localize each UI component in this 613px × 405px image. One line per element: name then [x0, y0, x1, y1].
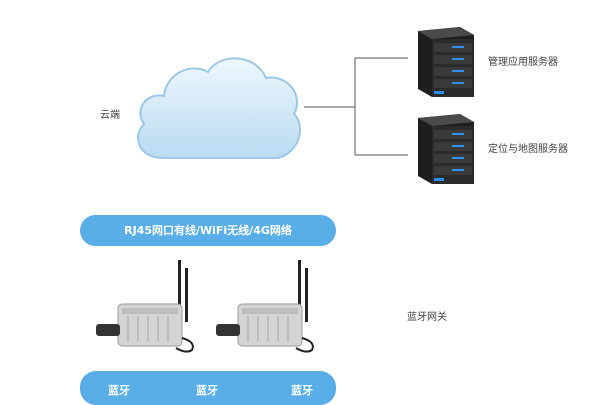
cloud-label: 云端	[100, 110, 120, 121]
bluetooth-label: 蓝牙	[196, 384, 218, 397]
connector-lines	[304, 57, 408, 156]
cloud-icon	[137, 57, 302, 159]
server-icon	[418, 114, 474, 184]
bluetooth-label: 蓝牙	[291, 384, 313, 397]
gateway-device-icon	[96, 260, 194, 353]
server-label-location-map: 定位与地图服务器	[488, 144, 568, 155]
gateway-label: 蓝牙网关	[407, 312, 447, 323]
network-bar: RJ45网口有线/WiFi无线/4G网络	[80, 215, 336, 246]
gateway-device-icon	[216, 260, 314, 353]
server-label-management: 管理应用服务器	[488, 57, 558, 68]
server-icon	[418, 27, 474, 97]
bluetooth-bar: 蓝牙 蓝牙 蓝牙	[80, 371, 336, 405]
bluetooth-label: 蓝牙	[108, 384, 130, 397]
